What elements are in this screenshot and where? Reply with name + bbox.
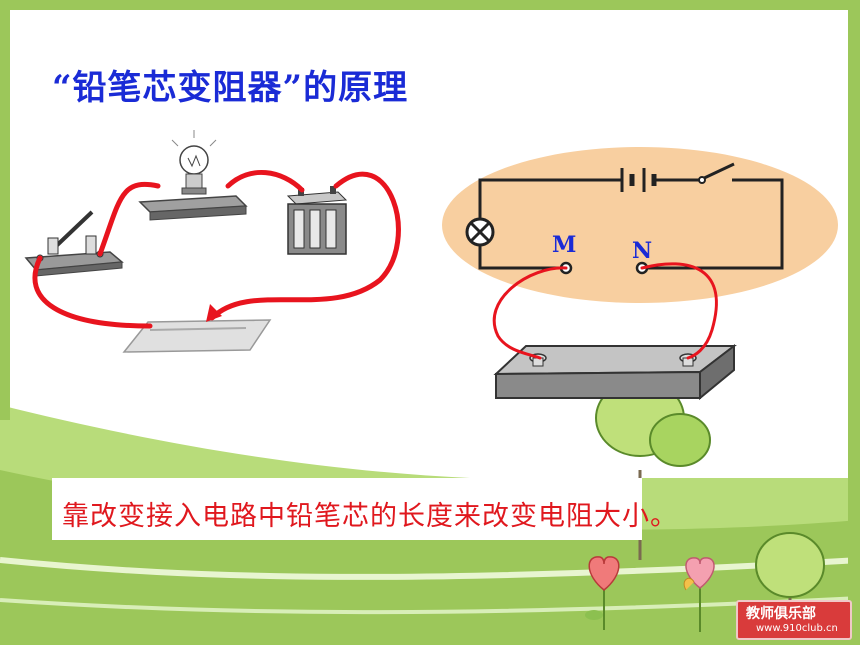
schematic-lamp-icon: [465, 217, 495, 247]
wire-arrow: [206, 304, 222, 322]
club-logo-text: 教师俱乐部: [746, 606, 816, 622]
battery-icon: [286, 186, 348, 255]
heart-flower-icon: [585, 556, 620, 630]
club-logo[interactable]: [736, 600, 852, 640]
heart-flower-icon-2: [683, 557, 715, 632]
schematic-ellipse: [442, 147, 838, 303]
frame-left: [0, 0, 10, 420]
switch-icon: [24, 210, 124, 277]
pencil-board-right: [493, 343, 737, 401]
label-n: N: [632, 238, 653, 264]
schematic-battery: [620, 168, 657, 192]
frame-top: [0, 0, 860, 10]
grass-stripe: [0, 557, 860, 580]
slide-title: “铅笔芯变阻器”的原理: [52, 68, 409, 108]
schematic-switch-pivot: [698, 176, 706, 184]
frame-right: [848, 0, 860, 645]
wires-right: [492, 262, 718, 360]
caption-box: [52, 478, 642, 540]
pencil-lead-icon: [122, 319, 272, 353]
grass-stripe-2: [0, 596, 860, 615]
wires-left: [32, 170, 401, 329]
lamp-icon: [138, 130, 248, 221]
label-m: M: [552, 232, 577, 258]
caption-text: 靠改变接入电路中铅笔芯的长度来改变电阻大小。: [62, 501, 678, 532]
club-logo-url: www.910club.cn: [756, 623, 838, 634]
